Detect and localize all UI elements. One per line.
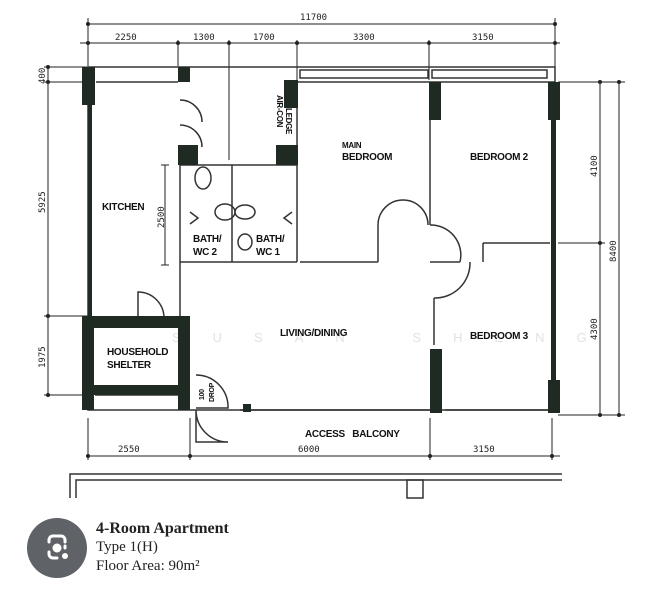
room-household-shelter: HOUSEHOLD bbox=[107, 347, 168, 358]
dim-overall-width: 11700 bbox=[300, 13, 327, 23]
svg-text:SUSAN SHENG: SUSAN SHENG bbox=[172, 330, 619, 345]
floor-plan: SUSAN SHENG bbox=[38, 13, 625, 499]
dim-top-5: 3150 bbox=[472, 33, 494, 43]
dim-top-4: 3300 bbox=[353, 33, 375, 43]
room-bedroom-3: BEDROOM 3 bbox=[470, 331, 529, 342]
room-bath-wc-1-line2: WC 1 bbox=[256, 247, 281, 258]
room-aircon-ledge-line2: LEDGE bbox=[284, 108, 293, 135]
dim-top-1: 2250 bbox=[115, 33, 137, 43]
label-drop-line2: DROP bbox=[209, 382, 216, 402]
dim-bottom-2: 6000 bbox=[298, 445, 320, 455]
dim-bottom-1: 2550 bbox=[118, 445, 140, 455]
room-living-dining: LIVING/DINING bbox=[280, 328, 348, 339]
dim-top-3: 1700 bbox=[253, 33, 275, 43]
dim-inner-2500: 2500 bbox=[157, 206, 167, 228]
caption: 4-Room Apartment Type 1(H) Floor Area: 9… bbox=[96, 519, 229, 576]
room-access-balcony: ACCESS BALCONY bbox=[305, 429, 400, 440]
room-kitchen: KITCHEN bbox=[102, 202, 144, 213]
dim-bottom-3: 3150 bbox=[473, 445, 495, 455]
lens-camera-icon bbox=[47, 534, 68, 560]
room-household-shelter-line2: SHELTER bbox=[107, 360, 152, 371]
room-bath-wc-2-line2: WC 2 bbox=[193, 247, 218, 258]
dim-left-2: 5925 bbox=[38, 191, 48, 213]
google-lens-button[interactable] bbox=[27, 518, 87, 578]
room-bedroom-2: BEDROOM 2 bbox=[470, 152, 529, 163]
label-drop: 100 bbox=[199, 389, 206, 400]
caption-type: Type 1(H) bbox=[96, 539, 158, 555]
room-main-bedroom: MAIN bbox=[342, 141, 362, 150]
dim-right-total: 8400 bbox=[609, 240, 619, 262]
caption-floor-area: Floor Area: 90m² bbox=[96, 558, 200, 574]
dim-right-1: 4100 bbox=[590, 155, 600, 177]
room-bath-wc-2: BATH/ bbox=[193, 234, 222, 245]
room-bath-wc-1: BATH/ bbox=[256, 234, 285, 245]
room-aircon-ledge: AIR-CON bbox=[275, 95, 284, 128]
room-main-bedroom-line2: BEDROOM bbox=[342, 152, 392, 163]
dim-top-2: 1300 bbox=[193, 33, 215, 43]
caption-title: 4-Room Apartment bbox=[96, 520, 229, 537]
dim-right-2: 4300 bbox=[590, 318, 600, 340]
dim-left-1: 400 bbox=[38, 68, 48, 84]
dim-left-3: 1975 bbox=[38, 346, 48, 368]
